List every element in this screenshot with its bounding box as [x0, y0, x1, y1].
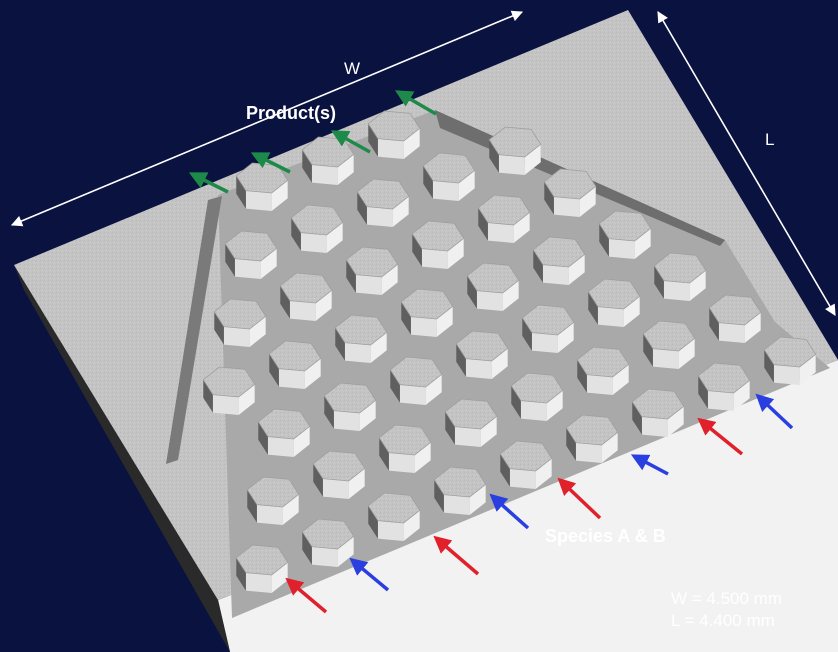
- pillar: [224, 230, 278, 279]
- pillar: [642, 320, 696, 369]
- length-value: L = 4.400 mm: [671, 611, 775, 630]
- width-dimension-arrow: [10, 10, 524, 227]
- pillar: [565, 414, 619, 463]
- pillar: [653, 252, 707, 301]
- flow-arrow: [557, 477, 602, 520]
- pillar: [257, 408, 311, 457]
- product-arrows: [188, 90, 437, 194]
- pillar: [235, 544, 289, 593]
- flow-arrow: [755, 393, 794, 430]
- flow-arrow: [285, 577, 328, 614]
- pillar: [400, 288, 454, 337]
- pillar: [763, 336, 817, 385]
- pillar: [444, 398, 498, 447]
- pillar: [279, 272, 333, 321]
- pillar: [334, 314, 388, 363]
- pillar: [455, 330, 509, 379]
- pillar: [378, 424, 432, 473]
- pillar: [532, 236, 586, 285]
- pillar: [499, 440, 553, 489]
- pillar: [312, 450, 366, 499]
- pillar: [576, 346, 630, 395]
- pillar: [389, 356, 443, 405]
- flow-arrow: [330, 130, 371, 154]
- length-label: L: [765, 130, 775, 149]
- chip-left-face: [14, 265, 230, 652]
- pillar: [301, 518, 355, 567]
- pillar: [521, 304, 575, 353]
- pillar: [301, 136, 355, 185]
- pillar: [235, 162, 289, 211]
- flow-arrow: [630, 454, 669, 476]
- pillar: [367, 492, 421, 541]
- pillar: [202, 366, 256, 415]
- flow-arrow: [697, 417, 744, 456]
- pillar: [466, 262, 520, 311]
- species-label: Species A & B: [545, 526, 666, 546]
- pillar: [345, 246, 399, 295]
- pillar: [367, 110, 421, 159]
- pillar: [246, 476, 300, 525]
- pillar: [697, 362, 751, 411]
- pillar: [708, 294, 762, 343]
- pillar: [543, 168, 597, 217]
- pillar: [411, 220, 465, 269]
- flow-arrow: [433, 535, 480, 576]
- pillar: [510, 372, 564, 421]
- pillar: [422, 152, 476, 201]
- length-dimension-arrow: [657, 11, 836, 316]
- pillar: [356, 178, 410, 227]
- pillar: [323, 382, 377, 431]
- species-a-arrows: [285, 417, 744, 614]
- products-label: Product(s): [246, 103, 336, 123]
- pillar: [587, 278, 641, 327]
- flow-arrow: [250, 152, 291, 174]
- pillar: [268, 340, 322, 389]
- dimensions-readout: W = 4.500 mm L = 4.400 mm: [671, 588, 782, 632]
- flow-arrow: [394, 90, 437, 116]
- pillar: [433, 466, 487, 515]
- pillar: [488, 126, 542, 175]
- pillar: [598, 210, 652, 259]
- pillar: [213, 298, 267, 347]
- pillar: [290, 204, 344, 253]
- width-label: W: [344, 59, 361, 78]
- species-b-arrows: [349, 393, 794, 592]
- width-value: W = 4.500 mm: [671, 589, 783, 608]
- pillar: [477, 194, 531, 243]
- pillar: [631, 388, 685, 437]
- chamber-left-wall: [166, 196, 222, 464]
- flow-arrow: [489, 493, 530, 530]
- flow-arrow: [188, 172, 229, 194]
- flow-arrow: [349, 557, 390, 592]
